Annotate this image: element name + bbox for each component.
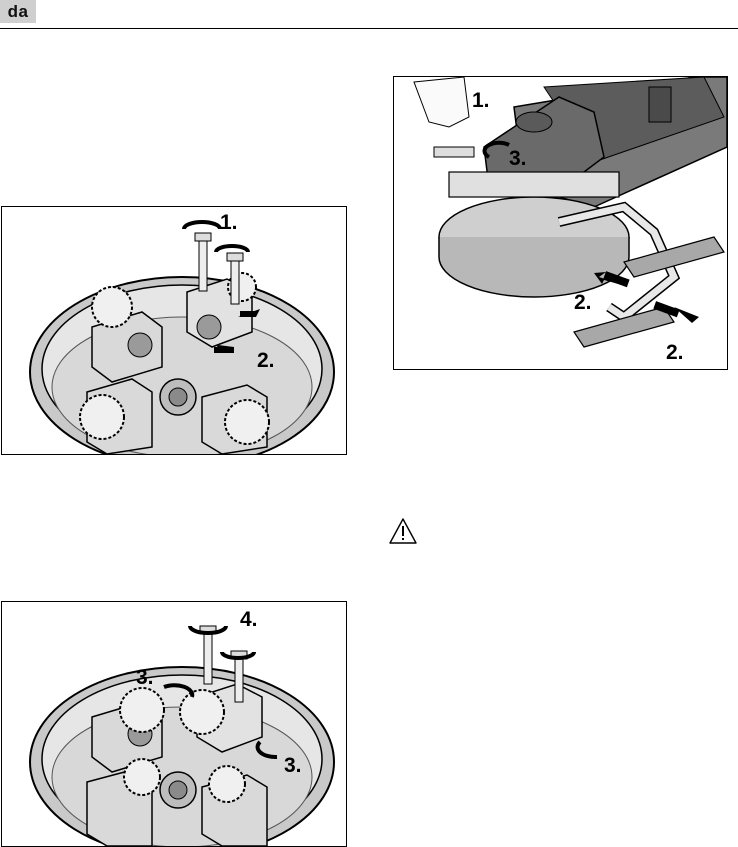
figure-disc-removal: 1. 2. xyxy=(1,206,347,455)
figure-hood-mount: 1. 3. 2. 2. xyxy=(393,76,728,370)
warning-triangle-icon xyxy=(388,517,418,545)
step-label: 2. xyxy=(257,349,275,372)
step-label: 3. xyxy=(284,754,302,777)
header-rule xyxy=(0,28,738,29)
step-label: 3. xyxy=(509,147,527,170)
disc-install-illustration: 3. 4. 3. xyxy=(2,602,346,846)
figure-disc-install: 3. 4. 3. xyxy=(1,601,347,847)
disc-removal-illustration: 1. 2. xyxy=(2,207,346,454)
language-tab: da xyxy=(0,0,36,23)
step-label: 2. xyxy=(574,291,592,314)
step-label: 3. xyxy=(136,666,154,689)
hood-mount-illustration: 1. 3. 2. 2. xyxy=(394,77,727,369)
step-label: 1. xyxy=(220,211,238,234)
step-label: 4. xyxy=(240,608,258,631)
step-label: 1. xyxy=(472,89,490,112)
step-label: 2. xyxy=(666,341,684,364)
language-code: da xyxy=(8,2,29,22)
